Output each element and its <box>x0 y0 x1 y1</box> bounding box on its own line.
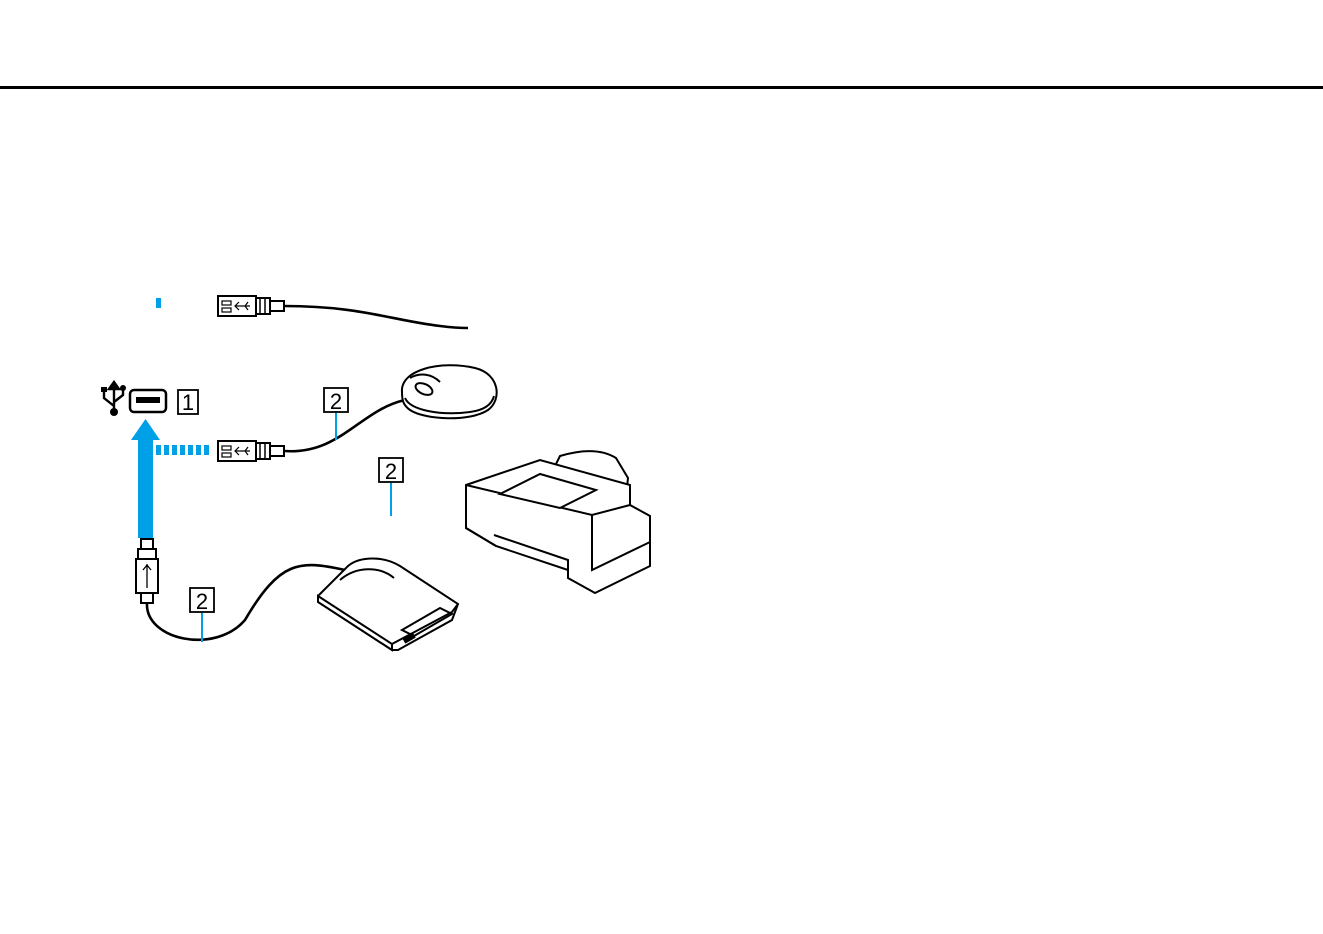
usb-plug-icon <box>218 296 284 316</box>
callout-usb-port: 1 <box>178 390 198 415</box>
printer-icon <box>466 451 650 593</box>
usb-plug-icon <box>218 441 284 461</box>
usb-port-icon <box>130 390 166 412</box>
dashed-connector-lines <box>156 445 209 455</box>
usb-plug-icon <box>136 539 158 603</box>
usb-symbol-icon <box>101 382 126 416</box>
callout-printer-cable: 2 <box>379 458 403 516</box>
optical-drive-icon <box>318 559 458 651</box>
callout-label: 2 <box>385 459 397 484</box>
callout-label: 1 <box>182 390 194 415</box>
callout-label: 2 <box>196 589 208 614</box>
up-arrow-icon <box>131 419 160 538</box>
dashed-line-lower <box>156 298 161 308</box>
mouse-icon <box>402 365 497 418</box>
callout-drive-cable: 2 <box>190 588 214 642</box>
callout-label: 2 <box>330 389 342 414</box>
